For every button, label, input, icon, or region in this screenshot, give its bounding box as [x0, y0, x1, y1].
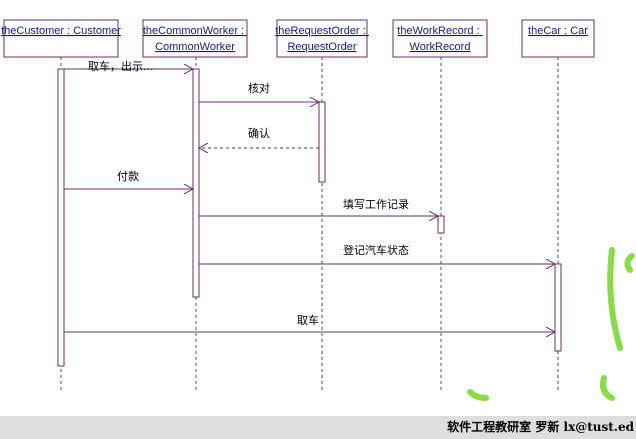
object-customer: theCustomer : Customer	[1, 19, 121, 58]
footer-text: 软件工程教研室 罗新 lx@tust.ed	[447, 420, 634, 434]
message-fill-work-record: 填写工作记录	[199, 197, 438, 216]
message-label: 核对	[248, 81, 270, 95]
message-register-car-state: 登记汽车状态	[199, 243, 555, 264]
message-label: 登记汽车状态	[343, 243, 409, 257]
footer-bar: 软件工程教研室 罗新 lx@tust.ed	[0, 416, 636, 439]
message-payment: 付款	[64, 169, 193, 189]
message-label: 填写工作记录	[343, 197, 409, 211]
activation-car	[554, 263, 562, 352]
object-label-line-1: theRequestOrder :	[275, 25, 366, 37]
object-label: theWorkRecord : WorkRecord	[397, 25, 482, 53]
message-take-car-show: 取车，出示...	[64, 59, 193, 73]
sequence-diagram: theCustomer : Customer theCommonWorker :…	[1, 19, 635, 401]
object-label-line-1: theCommonWorker :	[143, 25, 244, 37]
activation-record	[437, 215, 445, 234]
message-label: 取车，出示...	[88, 59, 154, 73]
object-label-line-2: WorkRecord	[410, 41, 471, 53]
message-label: 付款	[117, 169, 139, 183]
object-label: theCommonWorker : CommonWorker	[143, 25, 247, 53]
object-label: theCar : Car	[528, 25, 588, 37]
object-label-line-1: theWorkRecord :	[397, 25, 479, 37]
object-worker: theCommonWorker : CommonWorker	[142, 19, 248, 58]
message-confirm: 确认	[199, 127, 319, 148]
object-label: theCustomer : Customer	[1, 25, 121, 37]
green-decoration	[467, 247, 635, 401]
activation-order	[318, 101, 326, 183]
activation-customer	[57, 68, 65, 367]
object-order: theRequestOrder : RequestOrder	[275, 19, 369, 58]
object-label-line-2: CommonWorker	[155, 41, 235, 53]
message-take-car: 取车	[64, 313, 555, 332]
message-label: 确认	[248, 127, 270, 140]
object-record: theWorkRecord : WorkRecord	[392, 19, 488, 58]
message-label: 取车	[297, 313, 319, 327]
message-check: 核对	[199, 81, 319, 102]
object-label-line-2: RequestOrder	[287, 41, 356, 53]
object-label: theRequestOrder : RequestOrder	[275, 25, 369, 53]
object-car: theCar : Car	[521, 19, 595, 58]
activation-worker	[192, 68, 200, 298]
